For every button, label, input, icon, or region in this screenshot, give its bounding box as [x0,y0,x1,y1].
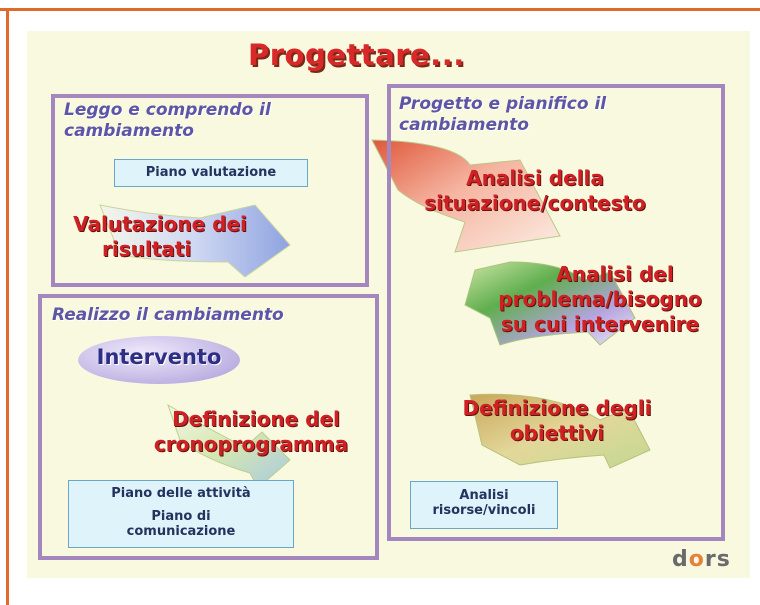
arrow-to-situation [371,139,561,253]
panel-implement [38,294,379,560]
logo-part-1: d [672,547,689,572]
results-line1: Valutazione dei [73,212,247,236]
objectives-label: Definizione degli obiettivi [444,396,670,446]
problem-line1: Analisi del [556,262,674,286]
situation-analysis-label: Analisi della situazione/contesto [404,166,666,216]
panel-plan [387,84,725,541]
arrow-results [99,204,291,278]
top-border [0,8,760,11]
panel-understand [51,94,369,287]
problem-line3: su cui intervenire [500,312,700,336]
arrow-schedule [167,403,291,489]
communication-plan-line1: Piano di [151,509,211,524]
logo-part-3: rs [704,547,731,572]
activities-plan-label: Piano delle attività [111,486,251,501]
arrow-objectives [469,393,651,469]
page-title: Progettare... [248,38,465,72]
situation-line2: situazione/contesto [424,191,646,215]
results-evaluation-label: Valutazione dei risultati [62,212,258,262]
schedule-line1: Definizione del [172,407,340,431]
problem-line2: problema/bisogno [498,287,702,311]
evaluation-plan-box: Piano valutazione [114,159,308,187]
schedule-line2: cronoprogramma [153,432,349,456]
situation-line1: Analisi della [466,166,604,190]
arrow-problem [464,261,636,346]
resources-line1: Analisi [459,488,509,503]
activities-plan-box: Piano delle attività Piano di comunicazi… [68,480,294,548]
panel-plan-title-line1: Progetto e pianifico il [399,94,607,114]
objectives-line1: Definizione degli [462,396,652,420]
intervention-oval [78,336,240,384]
left-border [6,8,9,605]
panel-understand-title: Leggo e comprendo il cambiamento [64,100,271,142]
resources-line2: risorse/vincoli [432,503,536,518]
logo-part-2: o [688,547,705,572]
panel-implement-title: Realizzo il cambiamento [52,305,284,325]
results-line2: risultati [102,237,192,261]
communication-plan-line2: comunicazione [126,524,236,539]
objectives-line2: obiettivi [509,421,605,445]
problem-analysis-label: Analisi del problema/bisogno su cui inte… [470,262,730,337]
intervention-label: Intervento [96,345,222,369]
panel-understand-title-line2: cambiamento [64,121,194,141]
panel-understand-title-line1: Leggo e comprendo il [64,100,271,120]
dors-logo: dors [672,547,731,572]
schedule-label: Definizione del cronoprogramma [134,407,368,457]
panel-plan-title: Progetto e pianifico il cambiamento [399,94,606,136]
resources-box: Analisi risorse/vincoli [410,481,558,529]
panel-plan-title-line2: cambiamento [399,115,529,135]
